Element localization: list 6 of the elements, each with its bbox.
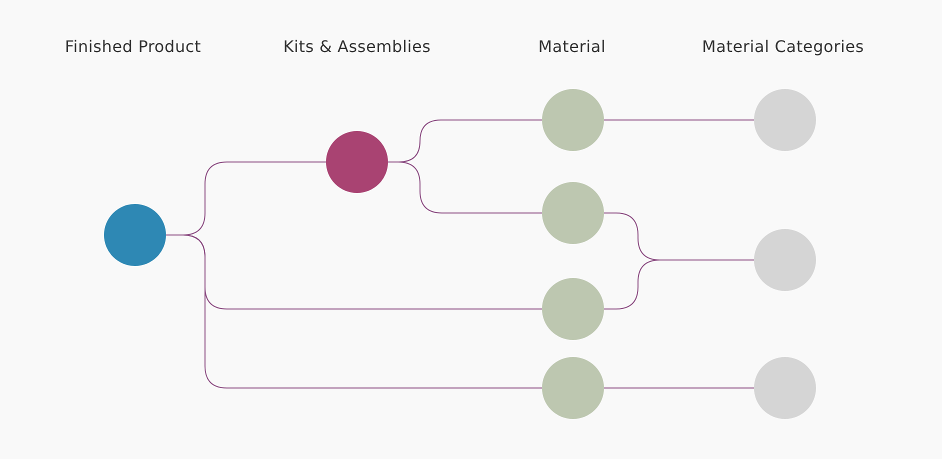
column-heading: Material Categories [702,37,864,56]
connector-line [604,260,754,310]
column-heading: Finished Product [64,37,202,56]
connector-line [388,162,542,214]
column-heading: Material [538,37,606,56]
column-heading: Kits & Assemblies [283,37,431,56]
